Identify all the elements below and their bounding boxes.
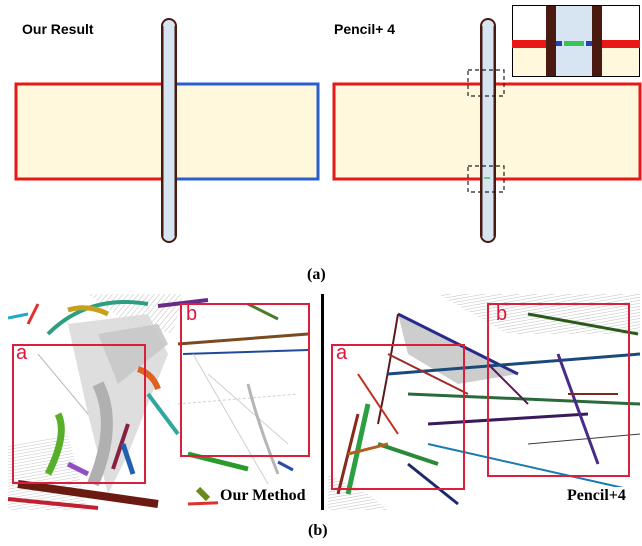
figure-b-caption: (b) [308,522,328,539]
figure-a: Our Result Pencil+ 4 [14,5,642,283]
our-method-label: Our Method [218,487,308,505]
focus-box-top [467,69,505,97]
our-method-render [8,294,320,510]
pencil-plus-4-method-label: Pencil+4 [565,487,628,505]
figure-a-caption: (a) [307,266,326,283]
zoom-box-b-right [487,303,630,477]
zoom-inset [512,5,640,77]
pencil-plus-4-label: Pencil+ 4 [334,21,396,37]
zoom-letter-a-left: a [16,342,28,364]
zoom-box-b-left [180,303,310,457]
zoom-letter-b-right: b [496,303,508,325]
figure-b: a b a b Our Method Pencil+4 (b) [0,294,642,546]
zoom-letter-a-right: a [336,342,348,364]
pencil-plus-4-render [332,18,642,243]
zoom-box-a-left [12,344,146,484]
zoom-box-a-right [331,344,465,490]
zoom-letter-b-left: b [186,303,198,325]
divider-line [321,294,324,510]
focus-box-bottom [467,165,505,193]
our-result-render [14,18,320,243]
our-result-label: Our Result [22,21,94,37]
